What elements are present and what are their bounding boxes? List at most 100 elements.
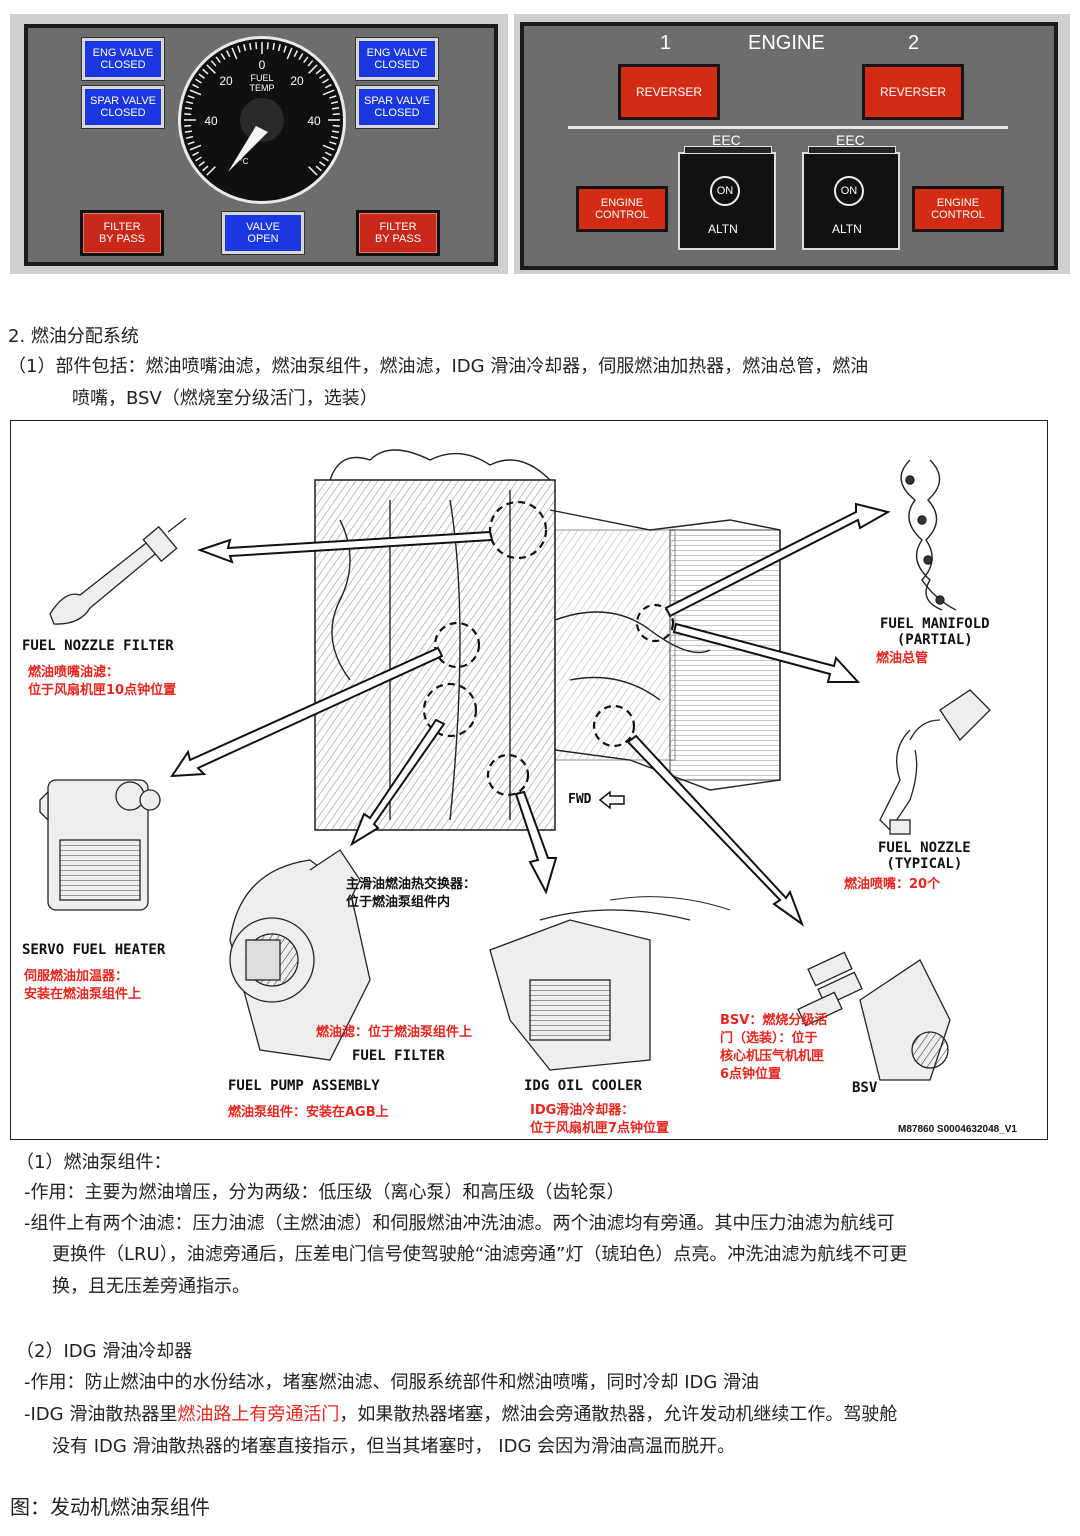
gauge-tick-mark: [330, 101, 339, 105]
engine-diagram-drawing: [39, 449, 991, 1081]
fuel-manifold-illustration: [900, 459, 957, 611]
gauge-unit: °C: [240, 157, 249, 166]
engine-panel-title: ENGINE: [748, 32, 825, 54]
valve-open-label: VALVE OPEN: [246, 221, 280, 245]
gauge-tick-mark: [192, 83, 200, 89]
engine-control-left-label: ENGINE CONTROL: [595, 197, 649, 221]
eng-valve-closed-left[interactable]: ENG VALVE CLOSED: [81, 37, 165, 81]
gauge-tick-20-right: 20: [290, 74, 304, 88]
gauge-tick-mark: [184, 124, 192, 127]
spar-valve-closed-right[interactable]: SPAR VALVE CLOSED: [355, 85, 439, 129]
fuel-filter-label: FUEL FILTER: [352, 1048, 445, 1064]
pump-filter-text-3: 换，且无压差旁通指示。: [52, 1276, 250, 1297]
gauge-tick-mark: [277, 43, 281, 52]
eec-switch-left-bracket: [684, 146, 772, 154]
gauge-label-fuel: FUEL: [250, 73, 273, 83]
eec-left-on-indicator: ON: [710, 176, 740, 206]
reverser-left-label: REVERSER: [635, 85, 703, 99]
gauge-tick-mark: [185, 101, 194, 105]
gauge-tick-mark: [184, 113, 192, 116]
filter-bypass-left-light[interactable]: FILTER BY PASS: [80, 210, 164, 256]
fuel-nozzle-cn: 燃油喷嘴：20个: [844, 877, 941, 892]
fwd-label: FWD: [568, 792, 592, 807]
spar-valve-left-label: SPAR VALVE CLOSED: [89, 95, 157, 119]
eng-valve-closed-right[interactable]: ENG VALVE CLOSED: [355, 37, 439, 81]
gauge-tick-mark: [220, 53, 226, 60]
idg-bypass-text-a: -IDG 滑油散热器里: [24, 1404, 178, 1425]
fuel-nozzle-filter-illustration: [49, 517, 187, 625]
engine-control-left-light[interactable]: ENGINE CONTROL: [576, 186, 668, 232]
fuel-manifold-label: FUEL MANIFOLD (PARTIAL): [880, 616, 990, 648]
filter-bypass-right-light[interactable]: FILTER BY PASS: [356, 210, 440, 256]
gauge-tick-mark: [332, 124, 340, 127]
gauge-tick-0: 0: [259, 58, 266, 72]
gauge-tick-mark: [322, 144, 335, 151]
gauge-tick-mark: [187, 141, 195, 145]
engine-control-right-label: ENGINE CONTROL: [931, 197, 985, 221]
eec-switch-right[interactable]: ON ALTN: [802, 146, 900, 250]
fuel-nozzle-illustration: [879, 689, 991, 835]
fuel-filter-cn: 燃油滤：位于燃油泵组件上: [316, 1025, 473, 1040]
valve-open-light[interactable]: VALVE OPEN: [221, 211, 305, 255]
spar-valve-right-label: SPAR VALVE CLOSED: [363, 95, 431, 119]
engine-num-right: 2: [908, 32, 920, 54]
idg-oil-cooler-illustration: [489, 896, 731, 1071]
fuel-pump-assembly-cn: 燃油泵组件：安装在AGB上: [228, 1105, 389, 1120]
fuel-temp-gauge: 0 20 20 40 40 FUEL TEMP °C: [178, 36, 346, 204]
gauge-tick-mark: [192, 151, 200, 157]
callout-circles: [422, 500, 675, 797]
gauge-tick-mark: [324, 151, 332, 157]
eec-left-label: EEC: [712, 132, 741, 148]
idg-bypass-highlight: 燃油路上有旁通活门: [177, 1404, 340, 1425]
gauge-tick-mark: [231, 47, 238, 60]
gauge-tick-mark: [308, 166, 318, 176]
gauge-tick-mark: [315, 68, 322, 75]
gauge-tick-mark: [307, 60, 314, 67]
gauge-tick-mark: [318, 161, 326, 167]
filter-bypass-left-label: FILTER BY PASS: [98, 221, 146, 245]
pump-section-title: （1）燃油泵组件：: [16, 1152, 172, 1173]
engine-panel-divider: [568, 126, 1008, 129]
gauge-tick-mark: [286, 47, 293, 60]
fuel-pump-assembly-illustration: [229, 849, 371, 1061]
eec-switch-left[interactable]: ON ALTN: [678, 146, 776, 250]
gauge-tick-40-left: 40: [204, 114, 218, 128]
reverser-left-light[interactable]: REVERSER: [618, 64, 720, 120]
gauge-tick-mark: [185, 135, 194, 139]
gauge-tick-mark: [206, 64, 216, 74]
gauge-tick-mark: [303, 56, 309, 64]
servo-fuel-heater-label: SERVO FUEL HEATER: [22, 942, 166, 958]
gauge-tick-20-left: 20: [219, 74, 233, 88]
filter-bypass-right-label: FILTER BY PASS: [374, 221, 422, 245]
gauge-tick-mark: [332, 113, 340, 116]
gauge-tick-mark: [249, 42, 252, 50]
figure-caption: 图：发动机燃油泵组件: [10, 1495, 210, 1519]
gauge-tick-mark: [195, 156, 202, 162]
fwd-arrow-icon: [598, 790, 625, 810]
engine-control-right-light[interactable]: ENGINE CONTROL: [912, 186, 1004, 232]
figure-id: M87860 S0004632048_V1: [898, 1124, 1017, 1135]
gauge-tick-mark: [308, 64, 318, 74]
eng-valve-left-label: ENG VALVE CLOSED: [92, 47, 154, 71]
gauge-tick-mark: [237, 45, 241, 53]
engine-diagram-frame: [10, 420, 1048, 1140]
callout-arrows: [170, 502, 891, 927]
idg-bypass-text-1: -IDG 滑油散热器里燃油路上有旁通活门，如果散热器堵塞，燃油会旁通散热器，允许…: [24, 1402, 897, 1428]
section-heading: 2. 燃油分配系统: [8, 326, 139, 347]
gauge-tick-mark: [332, 130, 340, 133]
servo-fuel-heater-illustration: [39, 779, 161, 911]
reverser-right-light[interactable]: REVERSER: [862, 64, 964, 120]
eec-left-altn-label: ALTN: [708, 222, 738, 236]
gauge-tick-mark: [198, 73, 206, 79]
pump-filter-text-1: -组件上有两个油滤：压力油滤（主燃油滤）和伺服燃油冲洗油滤。两个油滤均有旁通。其…: [24, 1213, 895, 1234]
gauge-tick-mark: [322, 89, 335, 96]
reverser-right-label: REVERSER: [879, 85, 947, 99]
idg-bypass-text-2: 没有 IDG 滑油散热器的堵塞直接指示，但当其堵塞时， IDG 会因为滑油高温而…: [52, 1436, 736, 1457]
gauge-tick-mark: [184, 130, 192, 133]
gauge-tick-mark: [225, 50, 231, 58]
pump-filter-text-2: 更换件（LRU），油滤旁通后，压差电门信号使驾驶舱“油滤旁通”灯（琥珀色）点亮。…: [52, 1244, 908, 1265]
bsv-label: BSV: [852, 1080, 878, 1096]
gauge-tick-mark: [272, 42, 275, 50]
spar-valve-closed-left[interactable]: SPAR VALVE CLOSED: [81, 85, 165, 129]
fuel-nozzle-label: FUEL NOZZLE (TYPICAL): [878, 840, 971, 872]
